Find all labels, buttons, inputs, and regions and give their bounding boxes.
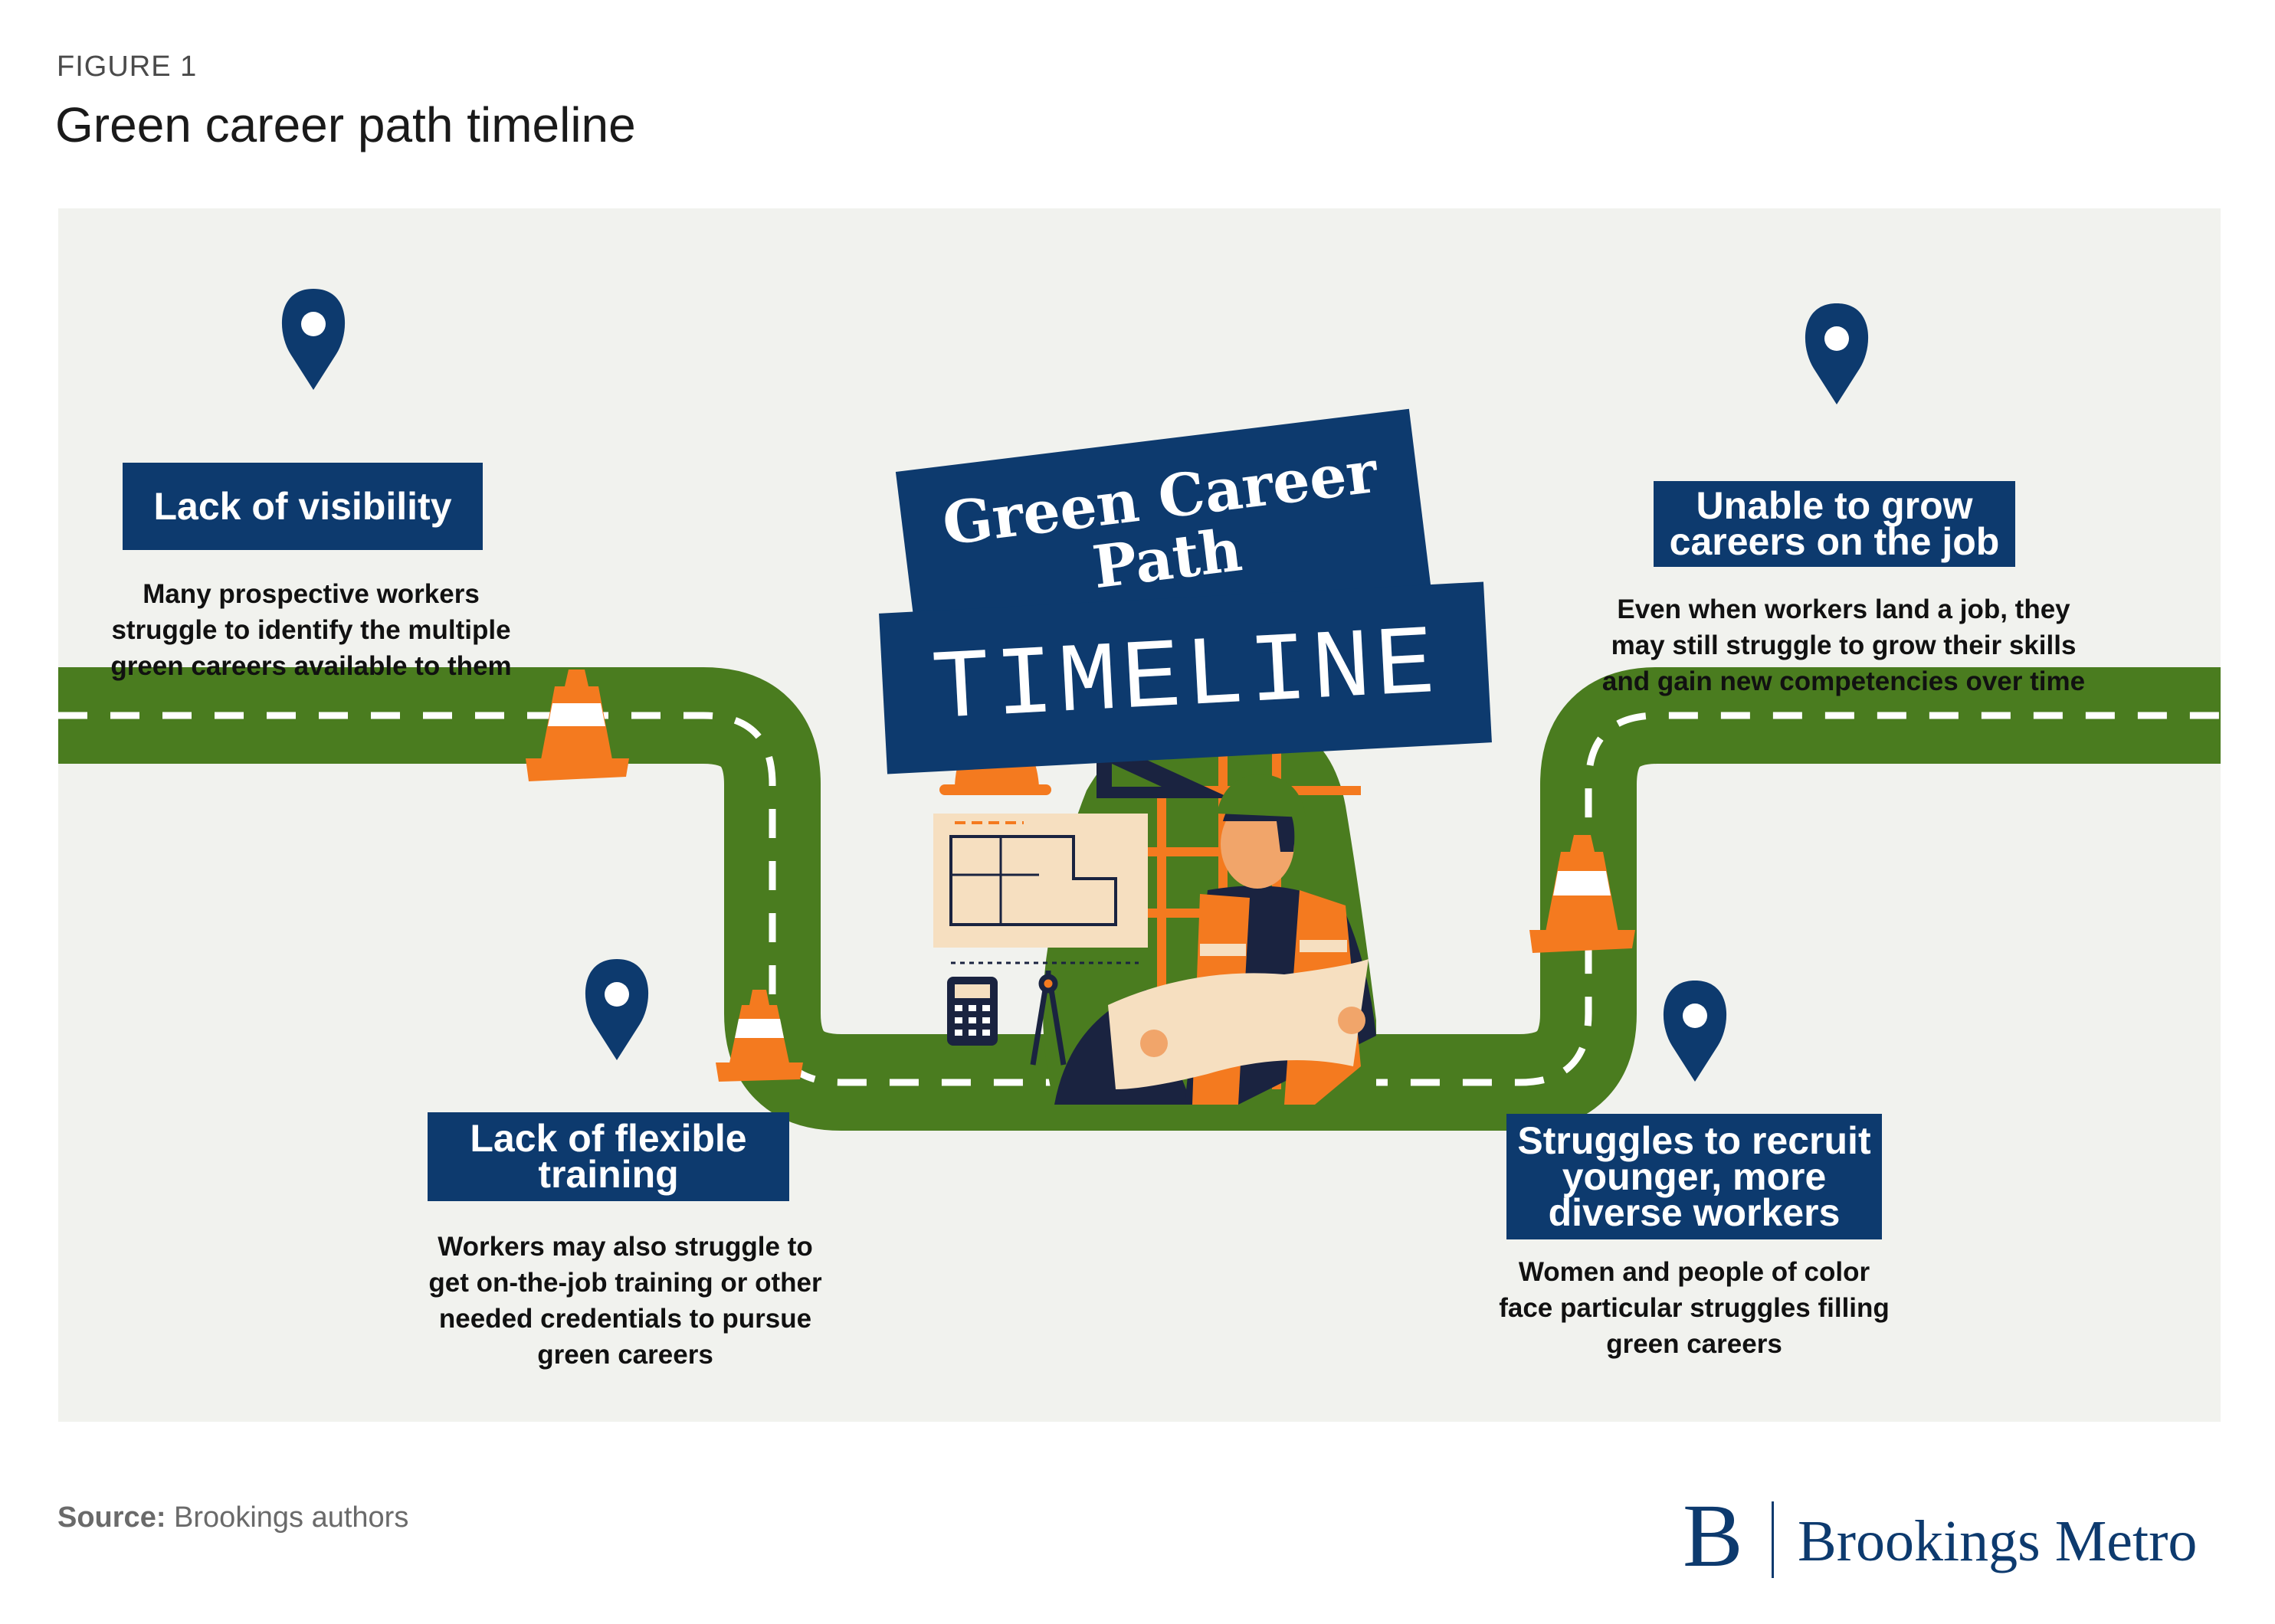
description-line: Many prospective workers xyxy=(143,579,480,609)
milestone-title-line: diverse workers xyxy=(1548,1190,1841,1234)
milestone-grow-careers-title: Unable to grow careers on the job xyxy=(1654,481,2015,567)
traffic-cone-icon xyxy=(526,670,629,781)
map-pin-icon xyxy=(585,959,649,1060)
milestone-grow-careers-description: Even when workers land a job, they may s… xyxy=(1583,591,2104,699)
description-line: Women and people of color xyxy=(1518,1257,1870,1287)
brand-name: Brookings Metro xyxy=(1798,1509,2198,1573)
blueprint-icon xyxy=(933,814,1148,964)
traffic-cone-icon xyxy=(1529,835,1635,953)
description-line: face particular struggles filling xyxy=(1499,1293,1890,1323)
map-pin-icon xyxy=(281,289,346,390)
source-label: Source: xyxy=(57,1501,166,1534)
banner-timeline: TIMELINE xyxy=(929,609,1442,747)
brand-divider xyxy=(1772,1501,1774,1578)
description-line: green careers xyxy=(537,1340,713,1370)
milestone-visibility-description: Many prospective workers struggle to ide… xyxy=(89,576,533,684)
figure-title: Green career path timeline xyxy=(55,97,636,152)
milestone-title-line: Lack of flexible xyxy=(470,1117,747,1160)
infographic-panel: Green Career Path TIMELINE Lack of visib… xyxy=(58,208,2221,1422)
map-pin-icon xyxy=(1805,303,1869,404)
map-pin-icon xyxy=(1663,981,1727,1082)
source-text: Brookings authors xyxy=(174,1501,409,1534)
milestone-flexible-training-description: Workers may also struggle to get on-the-… xyxy=(403,1229,847,1373)
milestone-title-line: younger, more xyxy=(1562,1154,1827,1198)
traffic-cone-icon xyxy=(716,990,803,1082)
milestone-recruit-title: Struggles to recruit younger, more diver… xyxy=(1506,1114,1882,1239)
milestone-title-line: Struggles to recruit xyxy=(1517,1118,1871,1162)
source-note: Source: Brookings authors xyxy=(57,1501,408,1534)
description-line: get on-the-job training or other xyxy=(428,1268,822,1298)
calculator-icon xyxy=(947,977,998,1046)
description-line: and gain new competencies over time xyxy=(1601,666,2086,696)
milestone-title-line: Lack of visibility xyxy=(153,484,452,528)
description-line: green careers available to them xyxy=(110,651,512,681)
description-line: may still struggle to grow their skills xyxy=(1611,630,2077,660)
compass-icon xyxy=(1030,971,1067,1066)
description-line: green careers xyxy=(1606,1329,1782,1359)
description-line: needed credentials to pursue xyxy=(438,1304,812,1334)
figure-label: FIGURE 1 xyxy=(57,51,198,83)
brookings-logo: B xyxy=(1683,1485,1743,1586)
milestone-flexible-training-title: Lack of flexible training xyxy=(428,1112,789,1201)
milestone-visibility-title: Lack of visibility xyxy=(123,463,483,550)
milestone-title-line: Unable to grow xyxy=(1696,484,1973,527)
description-line: Workers may also struggle to xyxy=(438,1232,813,1262)
road-illustration xyxy=(58,289,2221,1131)
worker-figure xyxy=(1054,774,1376,1105)
worker-hard-hat xyxy=(1217,774,1306,817)
milestone-title-line: careers on the job xyxy=(1669,520,2000,563)
description-line: Even when workers land a job, they xyxy=(1617,594,2070,624)
road-center-line xyxy=(58,712,2221,1086)
description-line: struggle to identify the multiple xyxy=(111,615,511,645)
milestone-title-line: training xyxy=(538,1153,679,1196)
milestone-recruit-description: Women and people of color face particula… xyxy=(1472,1254,1916,1362)
